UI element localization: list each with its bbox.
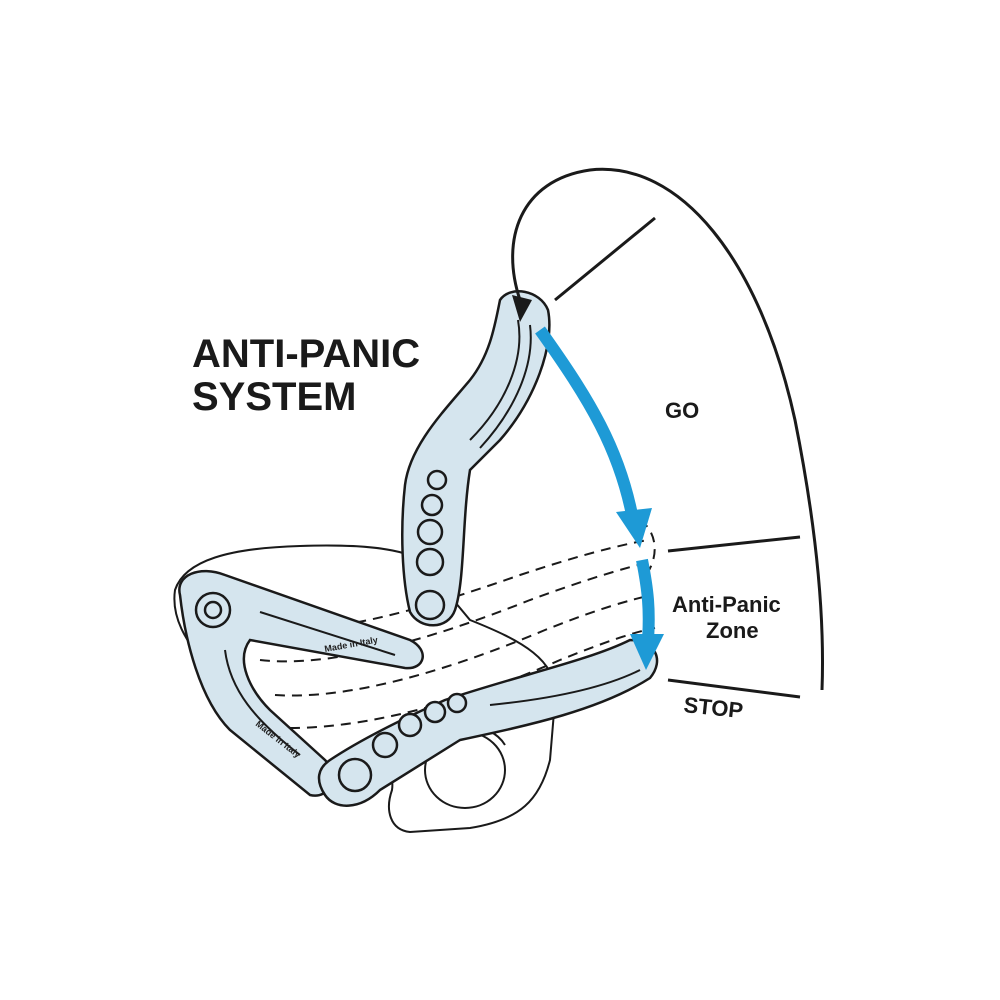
rope-loop-arrow	[511, 167, 825, 691]
title-line-1: ANTI-PANIC	[192, 332, 420, 376]
stop-label: STOP	[682, 692, 744, 723]
go-arrow	[535, 326, 639, 522]
go-label: GO	[665, 398, 699, 423]
zone-dividers	[554, 216, 801, 699]
go-bottom-divider	[667, 535, 801, 553]
anti-panic-label-line-2: Zone	[706, 618, 759, 643]
left-lever	[178, 569, 424, 797]
anti-panic-label-line-1: Anti-Panic	[672, 592, 781, 617]
go-top-divider	[554, 216, 656, 302]
handle-lower-position	[317, 638, 659, 807]
anti-panic-arrowhead-icon	[630, 634, 664, 670]
go-arrowhead-icon	[616, 508, 652, 548]
title-line-2: SYSTEM	[192, 375, 356, 419]
stop-divider	[667, 678, 801, 699]
blue-motion-arrows	[535, 326, 664, 670]
loop-arrowhead-icon	[512, 295, 532, 322]
handle-upper-position	[401, 290, 551, 627]
anti-panic-arrow	[636, 558, 655, 641]
